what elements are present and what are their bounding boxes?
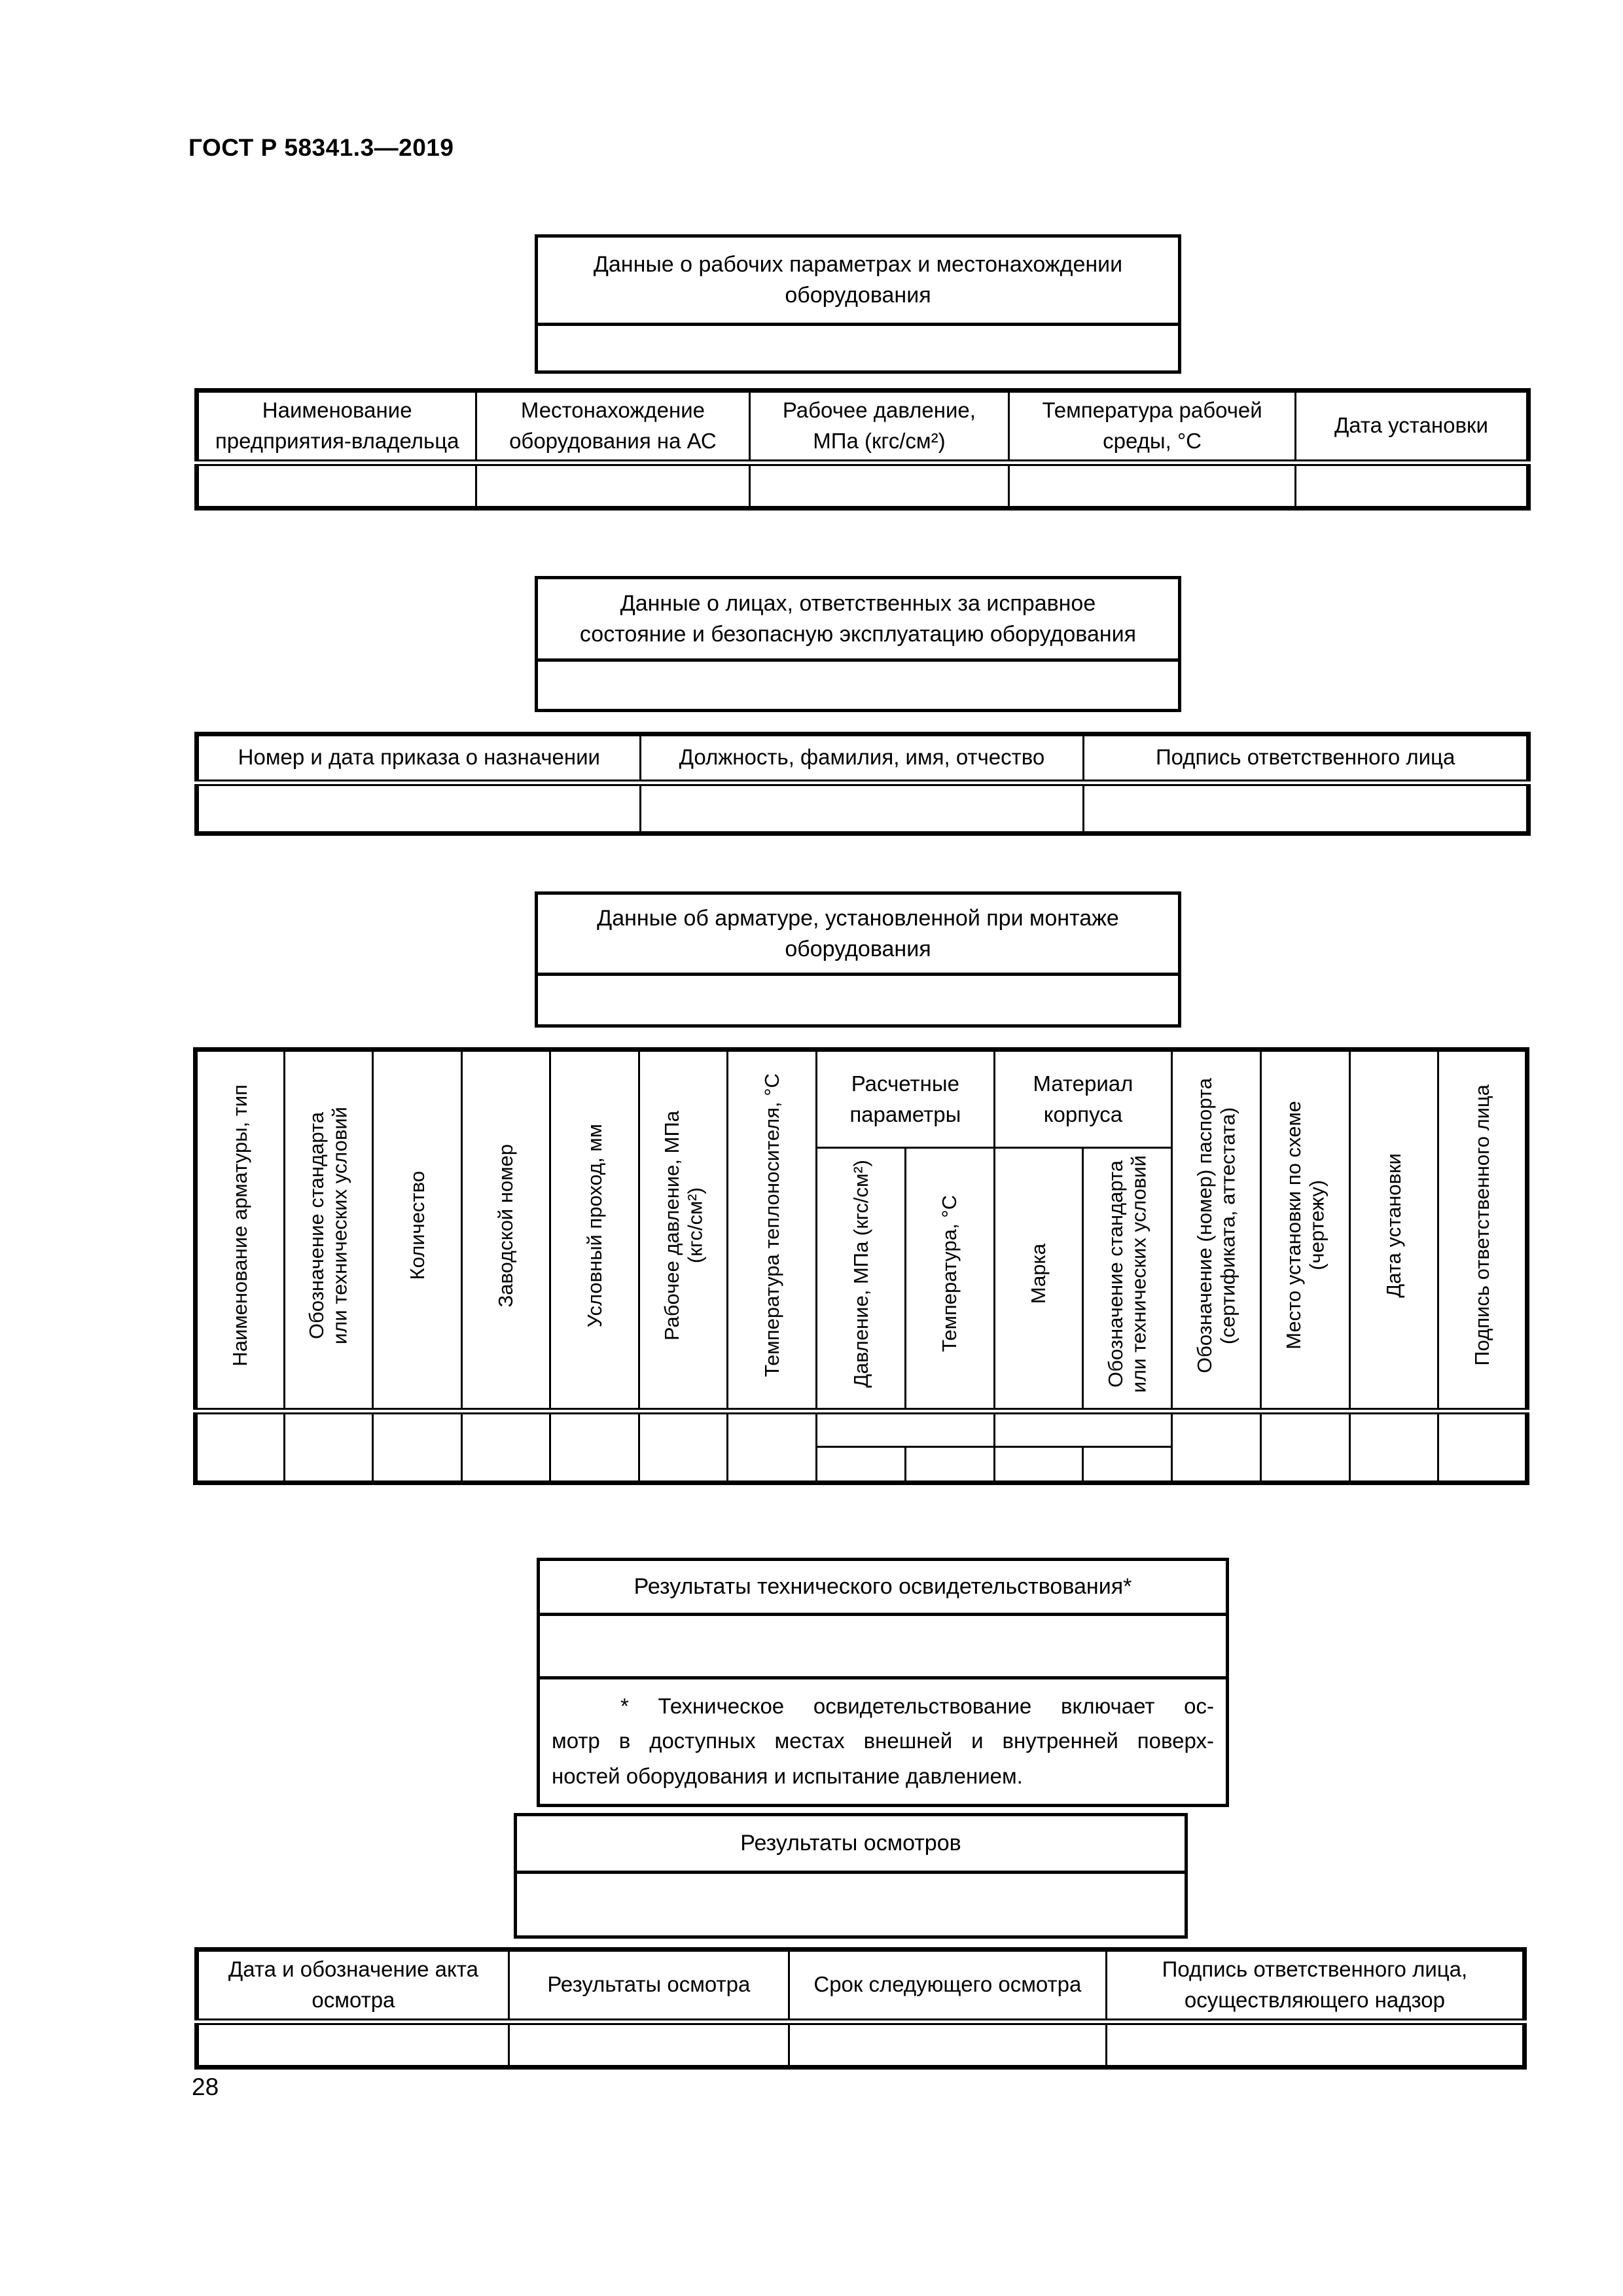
empty-cell (1437, 1407, 1528, 1484)
box-valves-mounted-title: Данные об арматуре, установленной при мо… (538, 895, 1178, 976)
column-header: Подпись ответственного лица (1082, 733, 1529, 783)
empty-cell (1348, 1407, 1440, 1484)
box-tech-examination: Результаты технического освидетельствова… (537, 1558, 1229, 1808)
column-header-rotated: Подпись ответственного лица (1437, 1049, 1528, 1412)
column-header-rotated: Обозначение стандарта или технических ус… (283, 1049, 374, 1412)
group-header-body-material: Материал корпуса (993, 1049, 1173, 1149)
empty-cell (475, 459, 751, 510)
empty-cell (549, 1407, 640, 1484)
owner-table-header-row: Наименование предприятия-владельца Место… (195, 389, 1530, 464)
empty-cell (637, 1407, 729, 1484)
column-header: Срок следующего осмотра (787, 1948, 1107, 2023)
page-number: 28 (192, 2073, 219, 2100)
box-responsible-persons-title: Данные о лицах, ответственных за исправн… (538, 579, 1178, 662)
column-header-rotated: Обозначение (номер) паспорта (сертификат… (1171, 1049, 1262, 1412)
column-header: Местонахождение оборудования на АС (475, 389, 751, 464)
empty-cell (1008, 459, 1296, 510)
tech-examination-footnote: * Техническое освидетельствование включа… (540, 1676, 1226, 1804)
empty-cell (195, 459, 478, 510)
empty-cell (196, 2018, 510, 2069)
box-responsible-persons: Данные о лицах, ответственных за исправн… (535, 576, 1181, 712)
column-header: Подпись ответственного лица, осуществляю… (1105, 1948, 1526, 2023)
empty-cell (1082, 1446, 1173, 1484)
inspection-table-header-row: Дата и обозначение акта осмотра Результа… (196, 1948, 1526, 2023)
column-header: Результаты осмотра (507, 1948, 790, 2023)
column-header-rotated: Давление, МПа (кгс/см²) (815, 1147, 906, 1412)
persons-table: Номер и дата приказа о назначении Должно… (194, 732, 1531, 836)
persons-table-blank-row (196, 779, 1529, 834)
box-inspections: Результаты осмотров (514, 1813, 1188, 1939)
valve-table-blank-row-2 (196, 1446, 1527, 1484)
column-header-rotated: Место установки по схеме (чертежу) (1260, 1049, 1351, 1412)
column-header: Наименование предприятия-владельца (195, 389, 478, 464)
empty-cell (787, 2018, 1107, 2069)
valve-table-subheader-row: Давление, МПа (кгс/см²) Температура, °С … (196, 1147, 1527, 1412)
empty-cell (196, 779, 641, 834)
column-header-rotated: Условный проход, мм (549, 1049, 640, 1412)
column-header: Рабочее давление, МПа (кгс/см²) (748, 389, 1010, 464)
column-header: Температура рабочей среды, °С (1008, 389, 1296, 464)
column-header: Номер и дата приказа о назначении (196, 733, 641, 783)
column-header: Дата установки (1294, 389, 1530, 464)
footnote-line: мотр в доступных местах внешней и внутре… (552, 1729, 1214, 1753)
column-header-rotated: Обозначение стандарта или технических ус… (1082, 1147, 1173, 1412)
standard-reference: ГОСТ Р 58341.3—2019 (188, 134, 454, 161)
column-header-rotated: Марка (993, 1147, 1084, 1412)
column-header-rotated: Заводской номер (460, 1049, 552, 1412)
persons-table-header-row: Номер и дата приказа о назначении Должно… (196, 733, 1529, 783)
column-header-rotated: Температура, °С (904, 1147, 995, 1412)
empty-cell (194, 1407, 285, 1484)
box-working-params-title: Данные о рабочих параметрах и местонахож… (538, 238, 1178, 326)
empty-cell (993, 1407, 1173, 1448)
empty-cell (904, 1446, 995, 1484)
empty-cell (1171, 1407, 1262, 1484)
footnote-line: * Техническое освидетельствование включа… (620, 1694, 1214, 1718)
box-working-params-blank-row (538, 326, 1178, 370)
valve-table: Наименование арматуры, тип Обозначение с… (193, 1047, 1529, 1485)
column-header-rotated: Дата установки (1348, 1049, 1440, 1412)
box-working-params: Данные о рабочих параметрах и местонахож… (535, 234, 1181, 374)
column-header: Должность, фамилия, имя, отчество (639, 733, 1085, 783)
box-responsible-persons-blank-row (538, 662, 1178, 709)
empty-cell (815, 1446, 906, 1484)
box-tech-examination-blank-row (540, 1616, 1226, 1676)
box-inspections-title: Результаты осмотров (517, 1816, 1185, 1874)
owner-table-blank-row (195, 459, 1530, 510)
box-tech-examination-title: Результаты технического освидетельствова… (540, 1561, 1226, 1616)
empty-cell (726, 1407, 818, 1484)
empty-cell (639, 779, 1085, 834)
box-valves-mounted-blank-row (538, 976, 1178, 1024)
inspection-table-blank-row (196, 2018, 1526, 2069)
inspection-table: Дата и обозначение акта осмотра Результа… (194, 1947, 1527, 2070)
empty-cell (507, 2018, 790, 2069)
box-inspections-blank-row (517, 1874, 1185, 1935)
group-header-calc-params: Расчетные параметры (815, 1049, 995, 1149)
box-valves-mounted: Данные об арматуре, установленной при мо… (535, 891, 1181, 1028)
empty-cell (748, 459, 1010, 510)
owner-table: Наименование предприятия-владельца Место… (194, 388, 1531, 511)
valve-table-blank-row-1 (194, 1407, 1528, 1484)
empty-cell (1260, 1407, 1351, 1484)
empty-cell (1294, 459, 1530, 510)
empty-cell (1082, 779, 1529, 834)
empty-cell (1105, 2018, 1526, 2069)
column-header-rotated: Температура теплоносителя, °С (726, 1049, 818, 1412)
footnote-line: ностей оборудования и испытание давление… (552, 1763, 1023, 1788)
empty-cell (372, 1407, 463, 1484)
empty-cell (815, 1407, 995, 1448)
empty-cell (460, 1407, 552, 1484)
column-header-rotated: Наименование арматуры, тип (194, 1049, 285, 1412)
empty-cell (993, 1446, 1084, 1484)
column-header-rotated: Рабочее давление, МПа (кгс/см²) (637, 1049, 729, 1412)
column-header: Дата и обозначение акта осмотра (196, 1948, 510, 2023)
empty-cell (283, 1407, 374, 1484)
column-header-rotated: Количество (372, 1049, 463, 1412)
valve-table-group-row: Наименование арматуры, тип Обозначение с… (194, 1049, 1528, 1412)
